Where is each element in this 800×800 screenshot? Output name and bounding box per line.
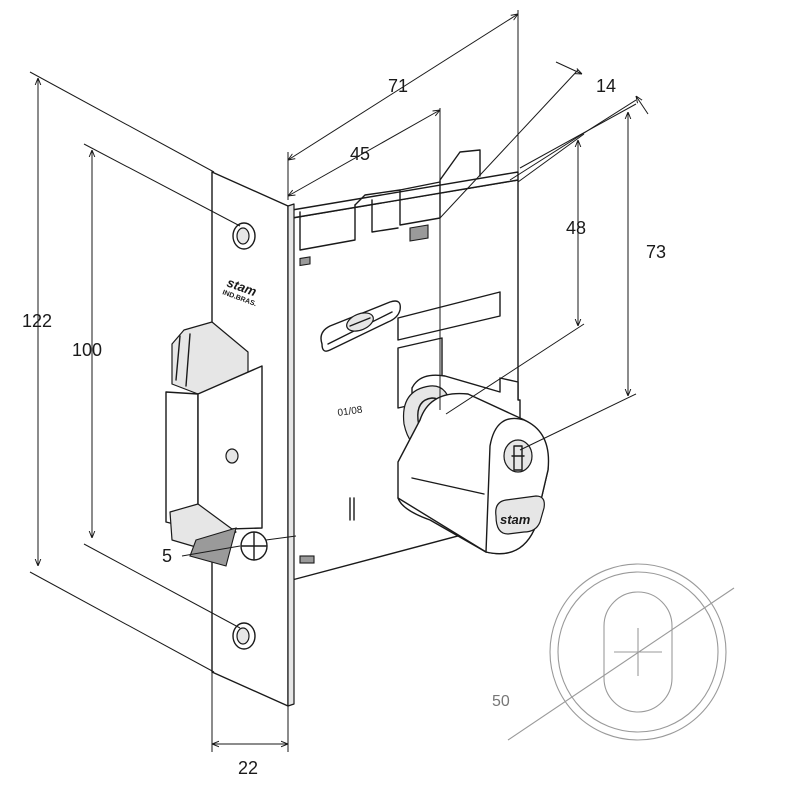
case-hole-bottom — [299, 555, 315, 564]
cylinder: stam — [397, 374, 550, 555]
cylinder-brand: stam — [500, 512, 531, 527]
dim-height-body: 73 — [646, 242, 666, 262]
faceplate-screw — [240, 531, 268, 561]
adjustment-slot — [320, 300, 401, 352]
dim-rosette-diameter: 50 — [492, 693, 510, 710]
dim-depth-total: 71 — [388, 76, 408, 96]
case-hole — [299, 256, 311, 267]
faceplate: stam IND.BRAS. — [165, 171, 295, 707]
date-code: 01/08 — [337, 405, 364, 419]
dim-cylinder-offset: 14 — [596, 76, 616, 96]
screw-hole-bottom — [232, 622, 256, 650]
dim-backset: 45 — [350, 144, 370, 164]
rosette: 50 — [492, 563, 735, 741]
dimension-lines: 122 100 71 45 14 48 73 5 22 — [22, 10, 666, 778]
dim-height-screws: 100 — [72, 340, 102, 360]
latch-bolt — [165, 321, 263, 567]
dim-faceplate-width: 22 — [238, 758, 258, 778]
dim-screw: 5 — [162, 546, 172, 566]
dim-height-total: 122 — [22, 311, 52, 331]
dim-height-cylinder: 48 — [566, 218, 586, 238]
screw-hole-top — [232, 222, 256, 250]
